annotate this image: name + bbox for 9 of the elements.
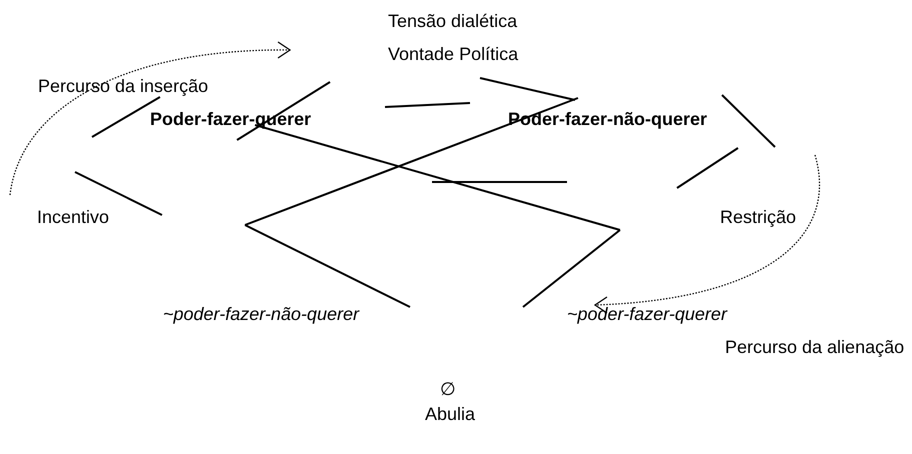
diagram-label: ~poder-fazer-querer xyxy=(567,303,727,325)
diagram-label: ∅ xyxy=(440,378,456,400)
diagram-label: Vontade Política xyxy=(388,43,518,65)
diagram-label: Restrição xyxy=(720,206,796,228)
diagram-label: Percurso da alienação xyxy=(725,336,904,358)
diagram-label: Abulia xyxy=(425,403,476,425)
diagram-label: Incentivo xyxy=(37,206,110,228)
diagram-label: Tensão dialética xyxy=(388,10,518,32)
diagram-label: ~poder-fazer-não-querer xyxy=(163,303,359,325)
